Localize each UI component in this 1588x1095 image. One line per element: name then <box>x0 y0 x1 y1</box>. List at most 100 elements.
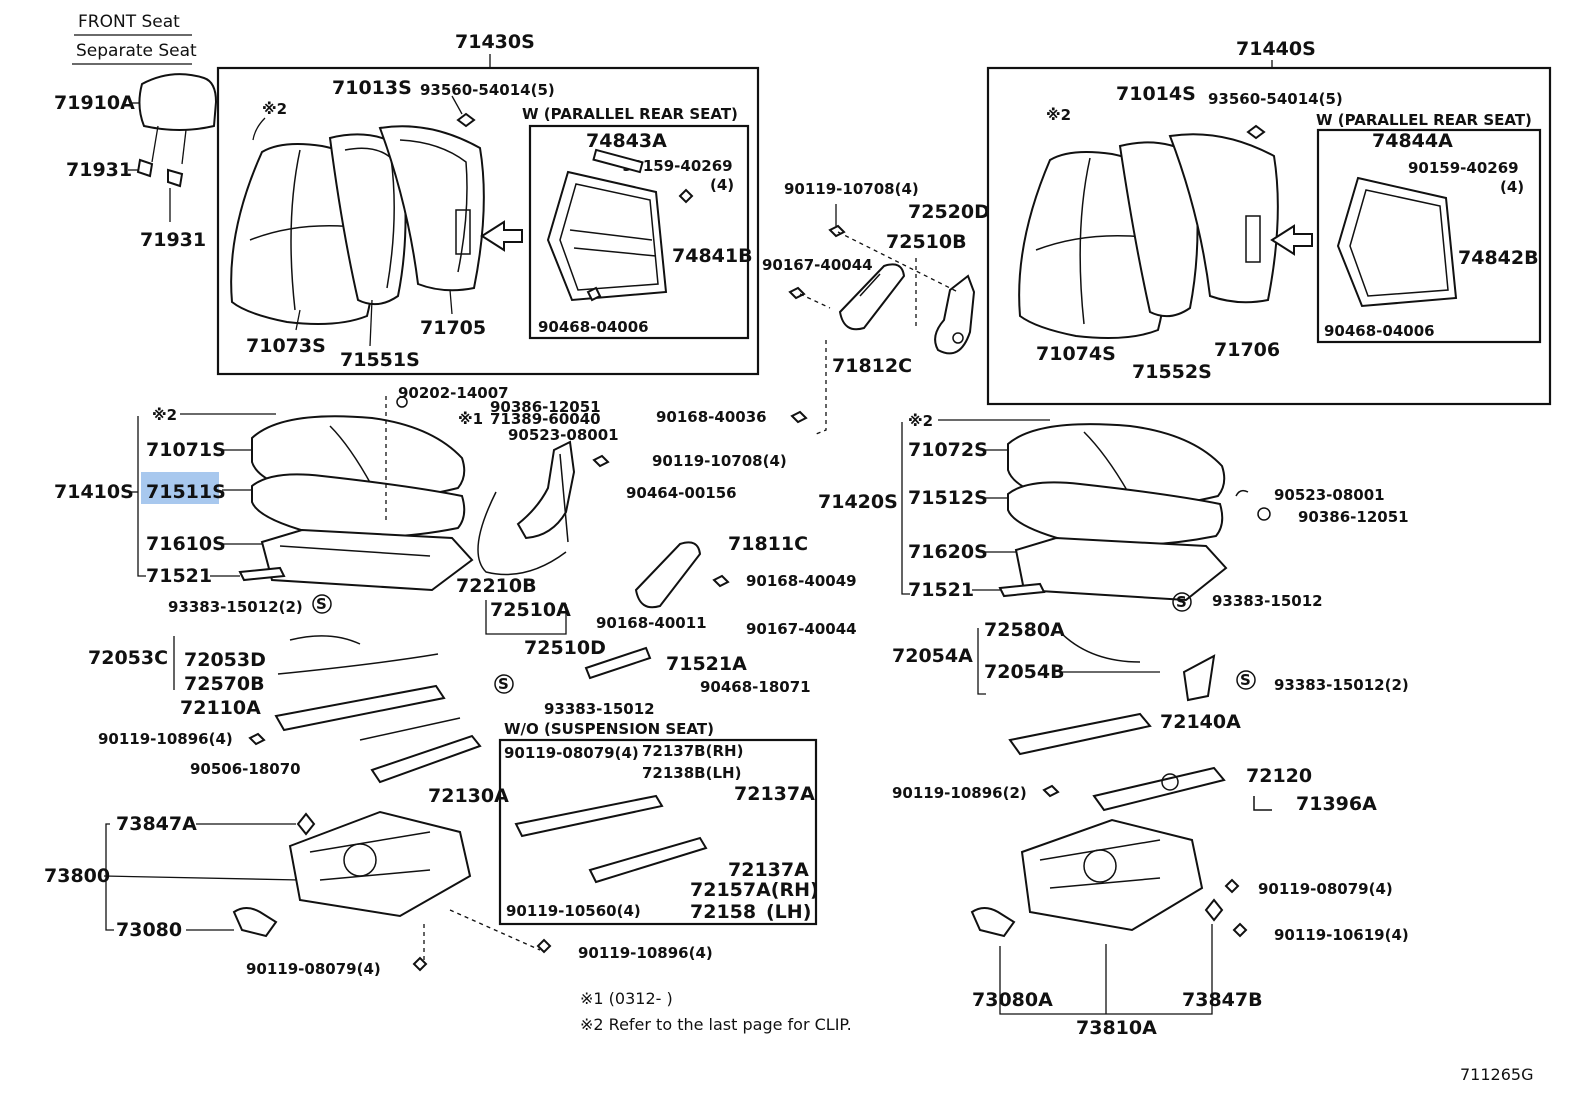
part-71072S[interactable]: 71072S <box>908 439 988 461</box>
part-72054A[interactable]: 72054A <box>892 645 973 667</box>
part-71620S[interactable]: 71620S <box>908 541 988 563</box>
part-90119-10896-box[interactable]: 90119-10896(4) <box>578 944 713 962</box>
part-90168-40049[interactable]: 90168-40049 <box>746 572 857 590</box>
bracket-71811C[interactable] <box>634 541 702 609</box>
part-90468-04006-right[interactable]: 90468-04006 <box>1324 322 1435 340</box>
part-71705[interactable]: 71705 <box>420 317 486 339</box>
part-71931-upper[interactable]: 71931 <box>66 159 132 181</box>
part-90119-10619[interactable]: 90119-10619(4) <box>1274 926 1409 944</box>
part-90386-12051-left[interactable]: 90386-12051 <box>490 398 601 416</box>
part-90464-00156[interactable]: 90464-00156 <box>626 484 737 502</box>
rail-72130A[interactable] <box>370 734 482 784</box>
part-72120[interactable]: 72120 <box>1246 765 1312 787</box>
part-71610S[interactable]: 71610S <box>146 533 226 555</box>
part-93560-54014-left[interactable]: 93560-54014(5) <box>420 81 555 99</box>
part-71521A[interactable]: 71521A <box>666 653 747 675</box>
hinge-72520D[interactable] <box>934 274 976 355</box>
part-72110A[interactable]: 72110A <box>180 697 261 719</box>
part-90202-14007[interactable]: 90202-14007 <box>398 384 509 402</box>
part-71811C[interactable]: 71811C <box>728 533 808 555</box>
rail-72120[interactable] <box>1092 766 1226 812</box>
part-72140A[interactable]: 72140A <box>1160 711 1241 733</box>
part-71511S[interactable]: 71511S <box>146 481 226 503</box>
part-72510D[interactable]: 72510D <box>524 637 606 659</box>
part-72157A[interactable]: 72157A(RH) <box>690 879 819 901</box>
bracket-71812C[interactable] <box>838 263 906 331</box>
part-72210B[interactable]: 72210B <box>456 575 537 597</box>
part-71396A[interactable]: 71396A <box>1296 793 1377 815</box>
part-74841B[interactable]: 74841B <box>672 245 753 267</box>
part-90159-40269-right[interactable]: 90159-40269 <box>1408 159 1519 177</box>
panel-74842B[interactable] <box>1336 176 1458 308</box>
part-71410S[interactable]: 71410S <box>54 481 134 503</box>
part-71420S[interactable]: 71420S <box>818 491 898 513</box>
part-72570B[interactable]: 72570B <box>184 673 265 695</box>
part-72510A[interactable]: 72510A <box>490 599 571 621</box>
part-72520D[interactable]: 72520D <box>908 201 990 223</box>
part-71521-left[interactable]: 71521 <box>146 565 212 587</box>
part-93383-15012-center[interactable]: 93383-15012 <box>544 700 655 718</box>
part-74842B[interactable]: 74842B <box>1458 247 1539 269</box>
part-71706[interactable]: 71706 <box>1214 339 1280 361</box>
part-93383-15012-qty2-right[interactable]: 93383-15012(2) <box>1274 676 1409 694</box>
part-71073S[interactable]: 71073S <box>246 335 326 357</box>
part-90506-18070[interactable]: 90506-18070 <box>190 760 301 778</box>
part-90119-10896-left[interactable]: 90119-10896(4) <box>98 730 233 748</box>
part-72138B[interactable]: 72138B(LH) <box>642 764 741 782</box>
part-72053C[interactable]: 72053C <box>88 647 168 669</box>
part-72510B[interactable]: 72510B <box>886 231 967 253</box>
part-73847B[interactable]: 73847B <box>1182 989 1263 1011</box>
part-71013S[interactable]: 71013S <box>332 77 412 99</box>
part-73810A[interactable]: 73810A <box>1076 1017 1157 1039</box>
part-71440S[interactable]: 71440S <box>1236 38 1316 60</box>
seatback-pad-71705[interactable] <box>378 125 485 292</box>
seat-adjuster-73800[interactable] <box>288 810 472 918</box>
part-90119-08079-box[interactable]: 90119-08079(4) <box>504 744 639 762</box>
part-90159-40269-left[interactable]: 90159-40269 <box>622 157 733 175</box>
part-90119-10708-lower[interactable]: 90119-10708(4) <box>652 452 787 470</box>
seat-adjuster-73810A[interactable] <box>1020 818 1204 932</box>
recliner-72510A[interactable] <box>516 440 576 543</box>
headrest-71910A[interactable] <box>138 73 218 165</box>
part-90119-10560[interactable]: 90119-10560(4) <box>506 902 641 920</box>
part-71071S[interactable]: 71071S <box>146 439 226 461</box>
rail-suspension-upper[interactable] <box>514 794 664 838</box>
panel-74841B[interactable] <box>546 170 668 302</box>
part-93383-15012-qty2-left[interactable]: 93383-15012(2) <box>168 598 303 616</box>
part-72158[interactable]: 72158 <box>690 901 756 923</box>
part-71389-60040[interactable]: 71389-60040 <box>490 410 601 428</box>
part-72130A[interactable]: 72130A <box>428 785 509 807</box>
rail-72140A[interactable] <box>1008 712 1152 756</box>
part-90523-08001-left[interactable]: 90523-08001 <box>508 426 619 444</box>
seatback-frame-71551S[interactable] <box>328 133 407 306</box>
part-90468-04006-left[interactable]: 90468-04006 <box>538 318 649 336</box>
part-90119-10708-upper[interactable]: 90119-10708(4) <box>784 180 919 198</box>
seat-frame-71610S[interactable] <box>260 528 474 592</box>
part-90168-40011[interactable]: 90168-40011 <box>596 614 707 632</box>
part-90523-08001-right[interactable]: 90523-08001 <box>1274 486 1385 504</box>
rail-72110A[interactable] <box>274 684 446 732</box>
part-71074S[interactable]: 71074S <box>1036 343 1116 365</box>
part-71931-lower[interactable]: 71931 <box>140 229 206 251</box>
part-71521-right[interactable]: 71521 <box>908 579 974 601</box>
part-90168-40036[interactable]: 90168-40036 <box>656 408 767 426</box>
part-90119-08079-lower-left[interactable]: 90119-08079(4) <box>246 960 381 978</box>
part-72137B[interactable]: 72137B(RH) <box>642 742 743 760</box>
part-73800[interactable]: 73800 <box>44 865 110 887</box>
part-72580A[interactable]: 72580A <box>984 619 1065 641</box>
part-93383-15012-right[interactable]: 93383-15012 <box>1212 592 1323 610</box>
part-73080[interactable]: 73080 <box>116 919 182 941</box>
seatback-pad-71706[interactable] <box>1168 133 1279 304</box>
seat-frame-71620S[interactable] <box>1014 536 1228 602</box>
part-90119-10896-right[interactable]: 90119-10896(2) <box>892 784 1027 802</box>
part-72053D[interactable]: 72053D <box>184 649 266 671</box>
part-71430S[interactable]: 71430S <box>455 31 535 53</box>
part-93560-54014-right[interactable]: 93560-54014(5) <box>1208 90 1343 108</box>
part-90167-40044-upper[interactable]: 90167-40044 <box>762 256 873 274</box>
part-90119-08079-right[interactable]: 90119-08079(4) <box>1258 880 1393 898</box>
part-74843A[interactable]: 74843A <box>586 130 667 152</box>
part-72137A-lower[interactable]: 72137A <box>728 859 809 881</box>
part-71910A[interactable]: 71910A <box>54 92 135 114</box>
part-71551S[interactable]: 71551S <box>340 349 420 371</box>
part-71812C[interactable]: 71812C <box>832 355 912 377</box>
